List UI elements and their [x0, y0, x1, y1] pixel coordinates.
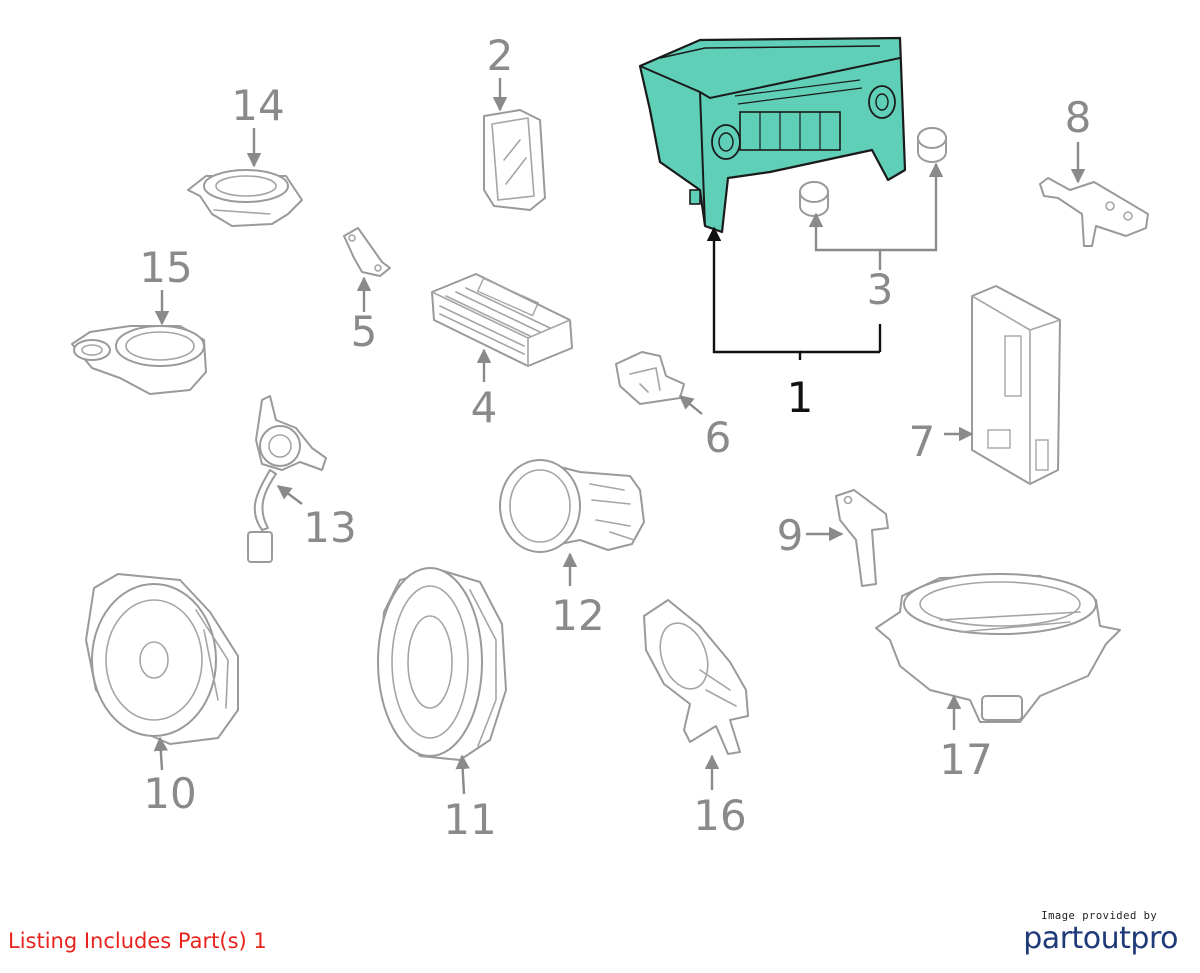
part-2-bracket[interactable]: [483, 109, 546, 211]
part-16-speaker-bracket[interactable]: [643, 599, 749, 755]
leader-10: [153, 736, 168, 771]
image-credit: Image provided by partoutpro: [1023, 910, 1178, 956]
callout-6: 6: [705, 413, 732, 462]
part-6-bracket[interactable]: [615, 351, 685, 405]
callout-5: 5: [351, 307, 378, 356]
callout-4: 4: [471, 383, 498, 432]
part-8-bracket[interactable]: [1039, 177, 1149, 247]
part-4-amplifier[interactable]: [431, 273, 573, 367]
callout-1: 1: [787, 373, 814, 422]
part-5-bracket[interactable]: [343, 227, 391, 277]
listing-note: Listing Includes Part(s) 1: [8, 929, 267, 953]
callout-15: 15: [139, 243, 192, 292]
callout-10: 10: [143, 769, 196, 818]
callout-13: 13: [303, 503, 356, 552]
part-15-speaker-housing[interactable]: [71, 325, 207, 395]
callout-16: 16: [693, 791, 746, 840]
callout-2: 2: [487, 31, 514, 80]
leader-3: [808, 212, 882, 270]
part-17-subwoofer[interactable]: [875, 573, 1121, 723]
leader-3b: [880, 162, 944, 252]
callout-labels: 1 2 3 4 5 6 7 8 9 10 11 12 13 14 15 16 1…: [139, 31, 1091, 844]
callout-17: 17: [939, 735, 992, 784]
credit-brand-logo: partoutpro: [1023, 921, 1178, 956]
credit-caption: Image provided by: [1041, 910, 1158, 922]
callout-14: 14: [231, 81, 284, 130]
leader-13: [276, 485, 303, 505]
part-12-midrange-speaker[interactable]: [499, 459, 645, 553]
part-10-door-speaker[interactable]: [85, 573, 239, 745]
part-14-tweeter[interactable]: [187, 169, 303, 227]
callout-11: 11: [443, 795, 496, 844]
leader-1: [706, 226, 802, 360]
callout-3: 3: [867, 265, 894, 314]
leader-11: [455, 754, 470, 795]
part-13-tweeter-harness[interactable]: [247, 395, 327, 563]
callout-9: 9: [777, 511, 804, 560]
callout-7: 7: [909, 417, 936, 466]
callout-12: 12: [551, 591, 604, 640]
callout-8: 8: [1065, 93, 1092, 142]
part-7-module[interactable]: [971, 285, 1061, 485]
part-9-bracket[interactable]: [835, 489, 889, 587]
part-3-knobs[interactable]: [799, 127, 947, 217]
part-11-woofer[interactable]: [377, 567, 507, 761]
leader-6: [678, 395, 703, 415]
part-1-head-unit[interactable]: [638, 36, 907, 234]
leader-lines: [153, 78, 1086, 795]
